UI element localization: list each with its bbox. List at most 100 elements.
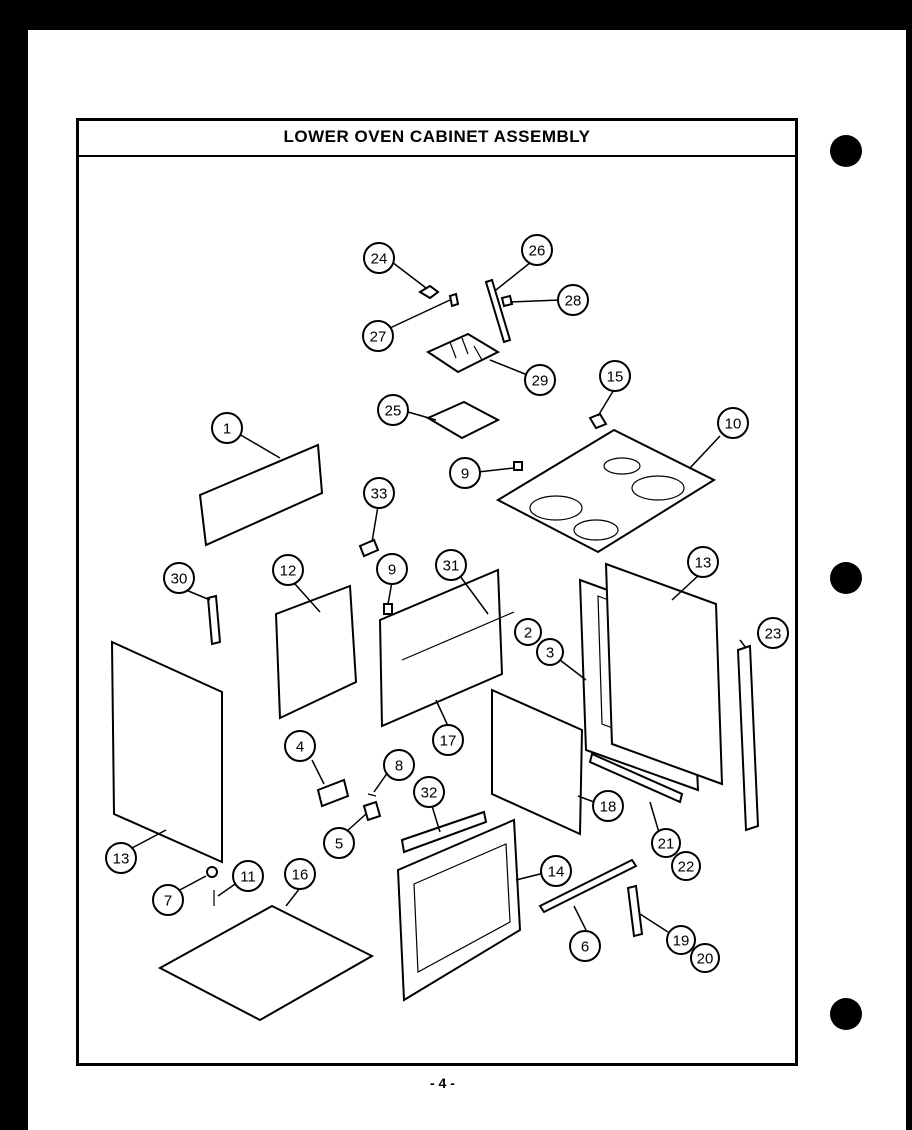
svg-text:14: 14 [548, 864, 565, 881]
callout-17: 17 [432, 724, 464, 756]
svg-text:13: 13 [695, 555, 712, 572]
part-17-front-panel [378, 568, 515, 728]
callout-2: 2 [514, 618, 542, 646]
part-9-plug-lower [383, 603, 393, 615]
svg-text:30: 30 [171, 571, 188, 588]
svg-text:28: 28 [565, 293, 582, 310]
part-8-screw [367, 793, 377, 797]
svg-text:17: 17 [440, 733, 457, 750]
part-13-left-side-panel [110, 640, 223, 864]
svg-text:23: 23 [765, 626, 782, 643]
svg-text:21: 21 [658, 836, 675, 853]
part-25-plate [425, 400, 501, 440]
svg-text:27: 27 [370, 329, 387, 346]
svg-text:16: 16 [292, 867, 309, 884]
callout-18: 18 [592, 790, 624, 822]
leader-lines [131, 261, 747, 933]
svg-text:10: 10 [725, 416, 742, 433]
callout-15: 15 [599, 360, 631, 392]
svg-text:11: 11 [240, 869, 256, 886]
svg-text:19: 19 [673, 933, 690, 950]
callout-5: 5 [323, 827, 355, 859]
svg-text:32: 32 [421, 785, 438, 802]
callout-23: 23 [757, 617, 789, 649]
part-9-plug-upper [513, 461, 523, 471]
callout-14: 14 [540, 855, 572, 887]
part-6-strip [538, 858, 638, 914]
part-24-bracket [418, 284, 460, 308]
callout-29: 29 [524, 364, 556, 396]
callout-13-side: 13 [105, 842, 137, 874]
callout-13-door: 13 [687, 546, 719, 578]
svg-text:12: 12 [280, 563, 297, 580]
binder-hole-top [830, 135, 862, 167]
part-16-bottom-panel [157, 904, 375, 1022]
callout-31: 31 [435, 549, 467, 581]
svg-text:25: 25 [385, 403, 402, 420]
svg-text:3: 3 [546, 645, 554, 662]
callout-12: 12 [272, 554, 304, 586]
diagram-frame: LOWER OVEN CABINET ASSEMBLY [76, 118, 798, 1066]
svg-text:18: 18 [600, 799, 617, 816]
part-7-foot [206, 866, 218, 878]
callout-19: 19 [666, 925, 696, 955]
callout-28: 28 [557, 284, 589, 316]
callout-9-upper: 9 [449, 457, 481, 489]
callout-10: 10 [717, 407, 749, 439]
part-29-control-assembly [425, 332, 501, 374]
svg-text:6: 6 [581, 939, 589, 956]
part-30-strip [206, 594, 222, 646]
callout-26: 26 [521, 234, 553, 266]
part-18-panel [491, 688, 584, 836]
callout-3: 3 [536, 638, 564, 666]
callout-33: 33 [363, 477, 395, 509]
part-4-bracket [316, 778, 350, 808]
callout-24: 24 [363, 242, 395, 274]
svg-text:13: 13 [113, 851, 130, 868]
part-33-clip [358, 538, 380, 558]
callout-21: 21 [651, 828, 681, 858]
part-32-rail [400, 810, 488, 854]
callout-32: 32 [413, 776, 445, 808]
page-number: - 4 - [430, 1075, 455, 1091]
callout-4: 4 [284, 730, 316, 762]
part-10-cooktop-frame [495, 428, 717, 554]
svg-text:15: 15 [607, 369, 624, 386]
binder-hole-bottom [830, 998, 862, 1030]
svg-text:26: 26 [529, 243, 546, 260]
svg-text:29: 29 [532, 373, 549, 390]
part-1-rear-panel [198, 443, 324, 547]
callout-30: 30 [163, 562, 195, 594]
svg-text:1: 1 [223, 421, 231, 438]
svg-text:24: 24 [371, 251, 388, 268]
svg-text:8: 8 [395, 758, 403, 775]
svg-text:31: 31 [443, 558, 460, 575]
callout-22: 22 [671, 851, 701, 881]
callout-20: 20 [690, 943, 720, 973]
part-21-rail [588, 752, 684, 804]
part-23-strip [736, 644, 760, 832]
part-19-latch [626, 884, 644, 938]
callout-27: 27 [362, 320, 394, 352]
svg-text:4: 4 [296, 739, 304, 756]
part-26-rod [484, 278, 512, 344]
svg-text:9: 9 [388, 562, 396, 579]
callout-11: 11 [232, 860, 264, 892]
title-bar: LOWER OVEN CABINET ASSEMBLY [79, 121, 795, 157]
callout-16: 16 [284, 858, 316, 890]
callout-25: 25 [377, 394, 409, 426]
svg-text:9: 9 [461, 466, 469, 483]
callout-9-lower: 9 [376, 553, 408, 585]
part-5-clip [362, 800, 382, 822]
part-12-bracket-panel [274, 584, 358, 720]
part-13-door-frame [578, 562, 724, 792]
svg-text:7: 7 [164, 893, 172, 910]
svg-text:22: 22 [678, 859, 695, 876]
svg-text:33: 33 [371, 486, 388, 503]
part-14-oven-front-frame [396, 818, 522, 1002]
part-15-clip [588, 412, 608, 430]
diagram-title: LOWER OVEN CABINET ASSEMBLY [283, 127, 591, 146]
svg-text:2: 2 [524, 625, 532, 642]
binder-hole-middle [830, 562, 862, 594]
